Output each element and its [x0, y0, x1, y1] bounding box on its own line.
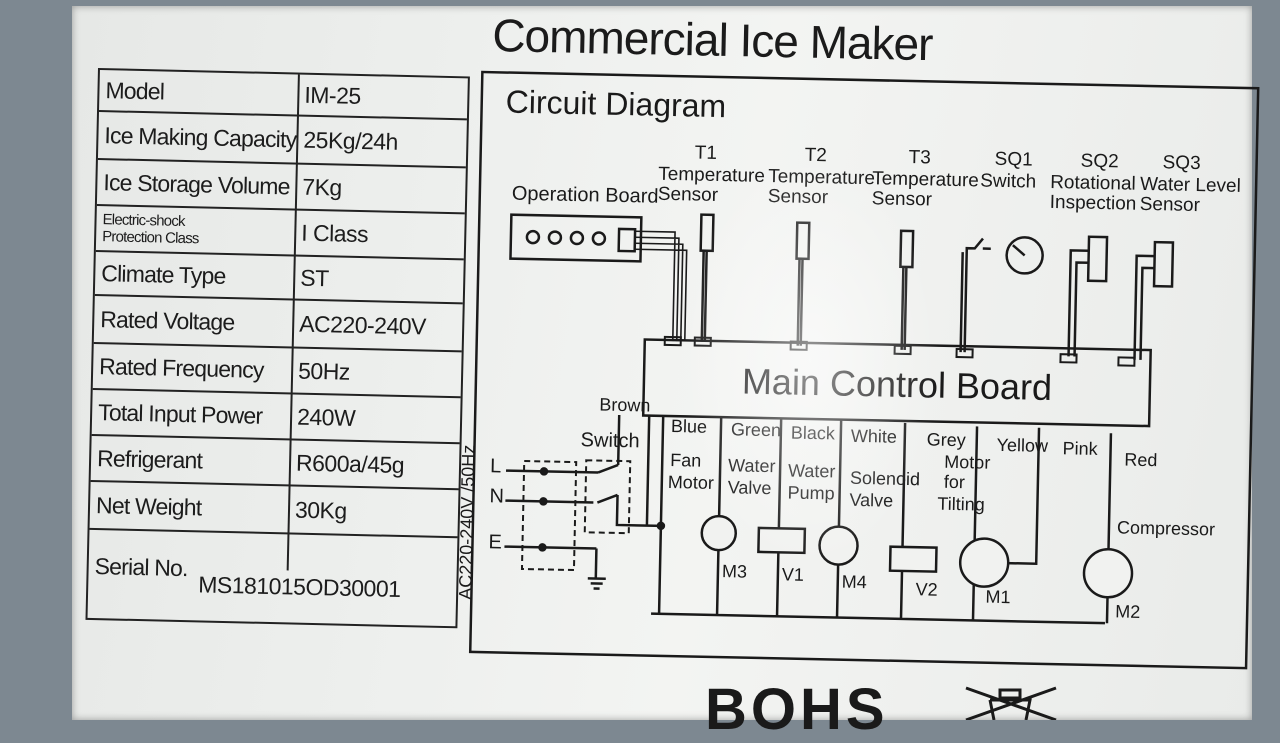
fan-label: Fan: [670, 450, 701, 471]
fan-motor-m3: [700, 514, 738, 552]
t2-code: T2: [804, 145, 827, 166]
compressor-label: Compressor: [1117, 517, 1215, 539]
sq1-switch: [963, 237, 991, 353]
button-icon: [525, 229, 541, 245]
wire-red: Red: [1124, 450, 1157, 471]
wire-white: White: [851, 426, 897, 447]
switch-label: Switch: [580, 429, 639, 452]
t1-sensor: [699, 213, 715, 253]
m1-code: M1: [985, 587, 1010, 608]
diagram-title: Circuit Diagram: [505, 84, 726, 125]
t2-label: Sensor: [768, 186, 829, 208]
operation-board-label: Operation Board: [512, 183, 659, 208]
circuit-diagram-svg: Circuit Diagram Operation Board T1 Tempe…: [455, 70, 1260, 720]
sq2-label: Inspection: [1050, 192, 1137, 215]
t2-sensor: [795, 221, 811, 261]
timer-icon: [1005, 236, 1044, 275]
water-pump-label: Pump: [787, 483, 834, 504]
water-pump-m4: [818, 525, 859, 566]
brand-text: BOHS: [705, 677, 889, 742]
wire-pink: Pink: [1062, 438, 1098, 459]
supply-label: AC220-240V /50Hz: [455, 445, 478, 600]
button-icon: [591, 231, 607, 246]
v1-code: V1: [782, 564, 804, 584]
circuit-diagram: Circuit Diagram Operation Board T1 Tempe…: [455, 70, 1260, 720]
tilting-motor-label: for: [944, 472, 965, 492]
line-n: N: [489, 485, 504, 507]
tilting-motor-label: Tilting: [937, 494, 985, 515]
wire-grey: Grey: [927, 429, 966, 450]
wire-green: Green: [731, 419, 781, 440]
t3-sensor: [899, 229, 915, 269]
v2-code: V2: [915, 579, 937, 599]
sq1-label: Switch: [980, 170, 1036, 192]
fan-label: Motor: [668, 472, 714, 493]
solenoid-valve-v2: [888, 545, 938, 573]
solenoid-label: Valve: [849, 490, 893, 511]
sq3-label: Sensor: [1140, 194, 1201, 216]
sq3-label: Water Level: [1140, 174, 1241, 197]
product-label: [72, 6, 1252, 720]
weee-bin-icon: [965, 686, 1057, 720]
t1-label: Sensor: [658, 184, 719, 206]
sq3-sensor: [1152, 240, 1175, 288]
main-board-label: Main Control Board: [742, 361, 1053, 408]
line-l: L: [490, 455, 502, 477]
m2-code: M2: [1115, 601, 1140, 622]
sq1-code: SQ1: [994, 149, 1032, 171]
plug-box: [520, 459, 578, 572]
water-pump-label: Water: [788, 461, 836, 482]
sq2-label: Rotational: [1050, 172, 1136, 195]
tilting-motor-label: Motor: [944, 452, 990, 473]
m4-code: M4: [842, 572, 867, 593]
connector: [617, 227, 637, 253]
line-e: E: [488, 531, 502, 553]
button-icon: [569, 230, 585, 246]
t1-code: T1: [694, 142, 717, 163]
solenoid-label: Solenoid: [850, 468, 920, 489]
sq2-sensor: [1086, 235, 1109, 283]
wire-black: Black: [791, 423, 836, 444]
switch-box: [583, 459, 632, 535]
ground-icon: [587, 577, 606, 590]
t3-code: T3: [908, 147, 931, 168]
wire-blue: Blue: [671, 416, 707, 437]
water-valve-v1: [757, 526, 807, 555]
button-icon: [547, 230, 563, 245]
sq2-code: SQ2: [1080, 151, 1118, 173]
wire-brown: Brown: [599, 395, 650, 416]
operation-board: [509, 213, 643, 263]
compressor-m2: [1082, 547, 1134, 599]
t3-label: Sensor: [872, 188, 933, 210]
wire-yellow: Yellow: [996, 435, 1049, 456]
water-valve-label: Valve: [728, 477, 772, 498]
water-valve-label: Water: [728, 455, 776, 476]
sq3-code: SQ3: [1162, 152, 1200, 174]
diagram-frame: [468, 70, 1260, 670]
m3-code: M3: [722, 561, 747, 582]
ribbon-wire: [634, 230, 688, 342]
tilting-motor-m1: [958, 537, 1010, 588]
